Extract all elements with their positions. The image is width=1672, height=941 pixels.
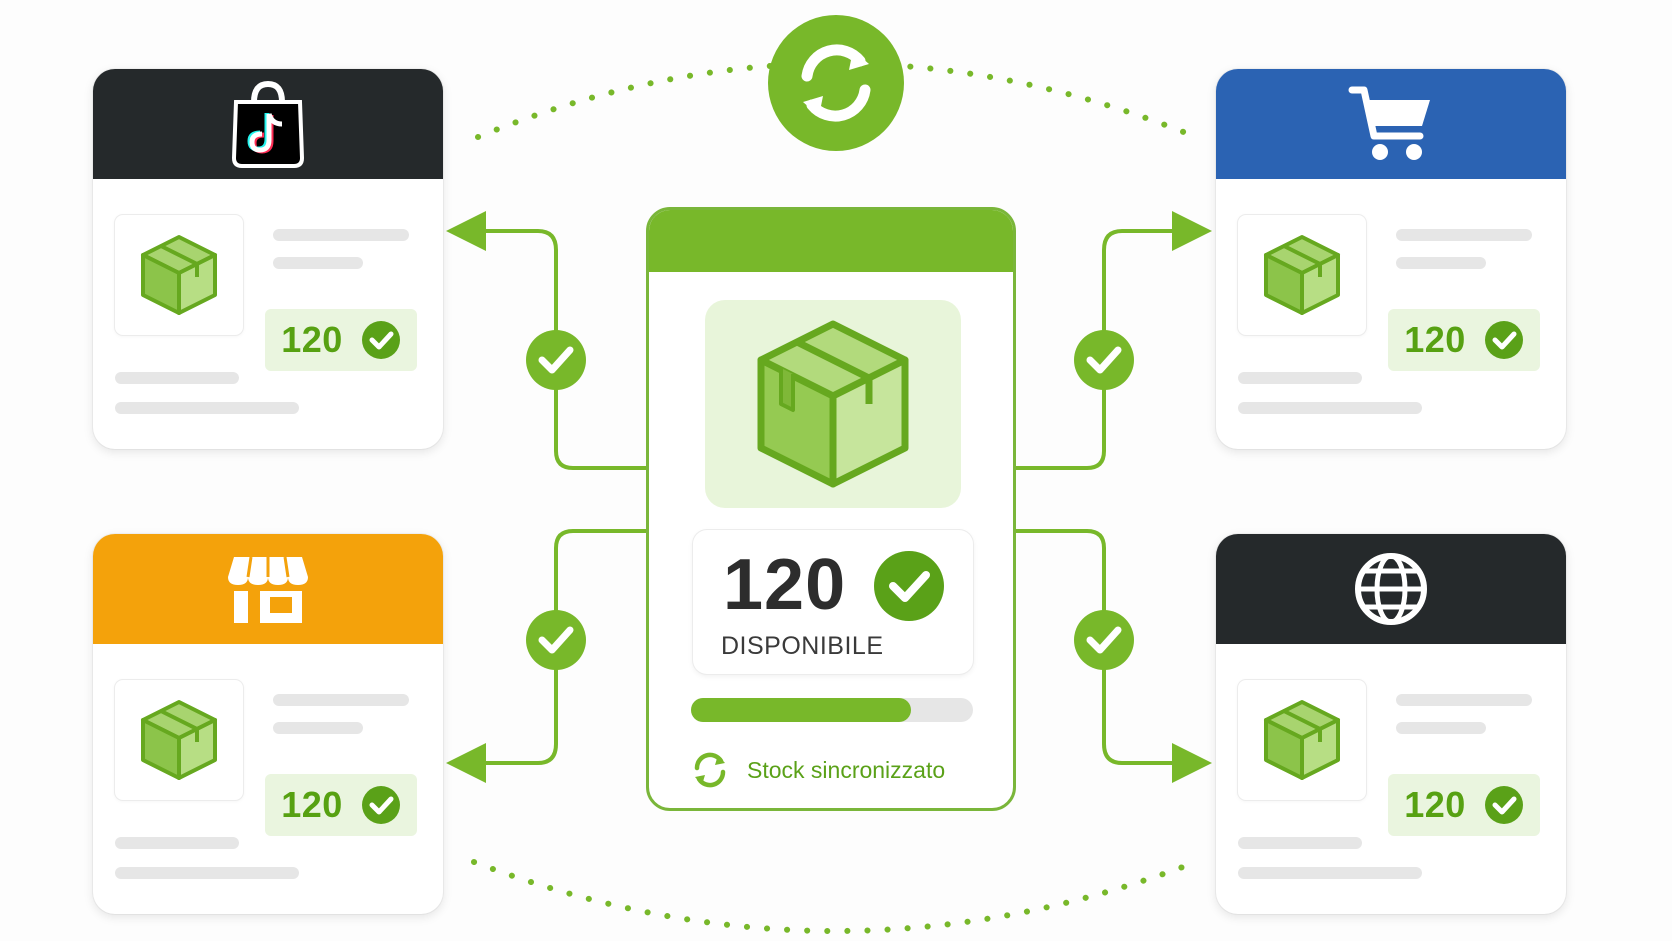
text-placeholder — [115, 837, 239, 849]
text-placeholder — [273, 257, 363, 269]
package-box-icon — [1264, 235, 1340, 315]
storefront-icon — [228, 556, 308, 623]
check-node-top-right — [1074, 330, 1134, 390]
check-circle-icon — [1484, 786, 1523, 824]
central-card-header — [649, 210, 1013, 272]
text-placeholder — [115, 867, 299, 879]
text-placeholder — [115, 372, 239, 384]
product-thumbnail — [1238, 215, 1366, 335]
check-node-bottom-left — [526, 610, 586, 670]
text-placeholder — [1238, 867, 1422, 879]
shopping-cart-icon — [1348, 86, 1430, 160]
text-placeholder — [273, 722, 363, 734]
check-circle-icon — [1484, 321, 1523, 359]
sync-progress-bar — [691, 698, 973, 722]
text-placeholder — [1238, 372, 1362, 384]
text-placeholder — [1396, 257, 1486, 269]
package-box-icon — [141, 235, 217, 315]
check-node-bottom-right — [1074, 610, 1134, 670]
stock-badge: 120 — [265, 774, 417, 836]
check-node-top-left — [526, 330, 586, 390]
stock-quantity: 120 — [1404, 784, 1466, 825]
stock-badge: 120 — [1388, 774, 1540, 836]
product-thumbnail — [115, 215, 243, 335]
text-placeholder — [1396, 229, 1532, 241]
text-placeholder — [1238, 837, 1362, 849]
tiktok-shop-bag-icon — [231, 80, 305, 168]
package-box-icon — [1264, 700, 1340, 780]
package-box-icon — [141, 700, 217, 780]
check-circle-icon — [361, 786, 400, 824]
globe-icon — [1355, 553, 1427, 625]
sync-arrows-icon — [694, 752, 726, 788]
check-circle-icon — [361, 321, 400, 359]
channel-card-physical-store[interactable]: 120 — [93, 534, 443, 914]
orbit-arc-bottom — [471, 859, 1199, 934]
channel-header — [1216, 69, 1566, 179]
stock-quantity: 120 — [281, 784, 343, 825]
sync-status: Stock sincronizzato — [689, 748, 989, 792]
channel-header — [93, 534, 443, 644]
text-placeholder — [1238, 402, 1422, 414]
channel-card-website[interactable]: 120 — [1216, 534, 1566, 914]
package-box-icon — [757, 320, 909, 488]
text-placeholder — [273, 694, 409, 706]
text-placeholder — [115, 402, 299, 414]
stock-badge: 120 — [265, 309, 417, 371]
central-product-image — [705, 300, 961, 508]
product-thumbnail — [1238, 680, 1366, 800]
channel-card-ecommerce-cart[interactable]: 120 — [1216, 69, 1566, 449]
central-inventory-card: 120 DISPONIBILE Stock sincronizzato — [646, 207, 1016, 811]
stock-quantity: 120 — [1404, 319, 1466, 360]
central-stock-quantity: 120 — [723, 545, 847, 625]
channel-header — [93, 69, 443, 179]
stock-badge: 120 — [1388, 309, 1540, 371]
stock-count-panel: 120 DISPONIBILE — [693, 530, 973, 674]
channel-card-tiktok-shop[interactable]: 120 — [93, 69, 443, 449]
availability-label: DISPONIBILE — [721, 632, 884, 660]
text-placeholder — [1396, 722, 1486, 734]
sync-status-label: Stock sincronizzato — [747, 756, 946, 783]
channel-header — [1216, 534, 1566, 644]
text-placeholder — [273, 229, 409, 241]
product-thumbnail — [115, 680, 243, 800]
sync-hub-icon — [768, 15, 904, 151]
check-circle-icon — [874, 551, 944, 621]
stock-quantity: 120 — [281, 319, 343, 360]
sync-progress-fill — [691, 698, 911, 722]
text-placeholder — [1396, 694, 1532, 706]
